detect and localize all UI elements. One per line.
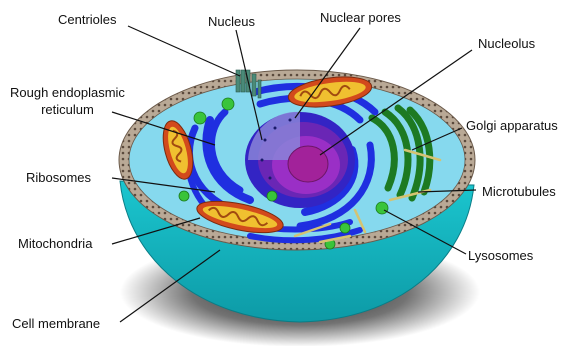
label-golgi-apparatus: Golgi apparatus (466, 118, 558, 134)
label-lysosomes: Lysosomes (468, 248, 533, 264)
label-nucleolus: Nucleolus (478, 36, 535, 52)
label-centrioles: Centrioles (58, 12, 117, 28)
nucleolus (288, 146, 328, 182)
label-nucleus: Nucleus (208, 14, 255, 30)
label-microtubules: Microtubules (482, 184, 556, 200)
label-mitochondria: Mitochondria (18, 236, 92, 252)
label-nuclear-pores: Nuclear pores (320, 10, 401, 26)
label-cell-membrane: Cell membrane (12, 316, 100, 332)
label-rough-er: Rough endoplasmic reticulum (10, 84, 125, 118)
label-ribosomes: Ribosomes (26, 170, 91, 186)
